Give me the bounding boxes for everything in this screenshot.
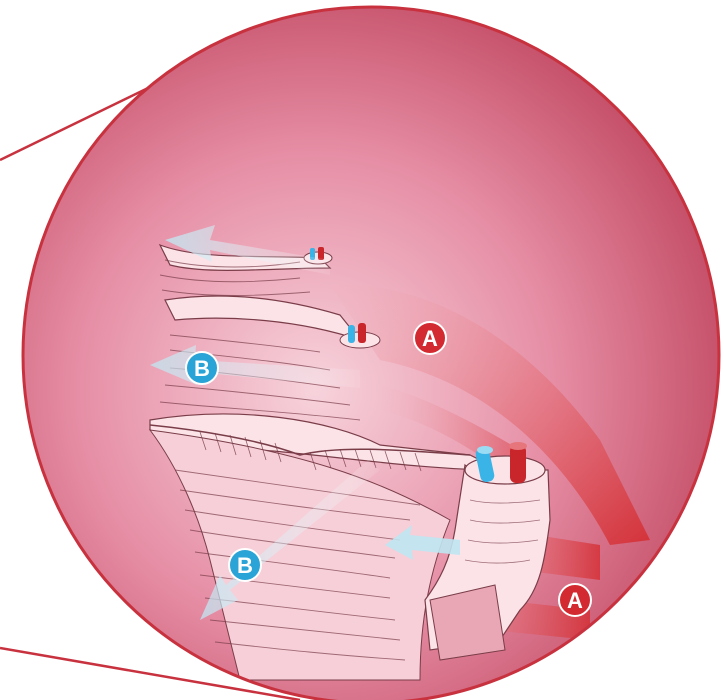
svg-text:B: B	[237, 553, 253, 578]
label-b-bottom: B	[229, 549, 261, 581]
label-b-top: B	[186, 352, 218, 384]
svg-text:A: A	[422, 326, 438, 351]
label-a-top: A	[414, 322, 446, 354]
svg-text:B: B	[194, 356, 210, 381]
svg-text:A: A	[567, 588, 583, 613]
label-a-bottom: A	[559, 584, 591, 616]
artery-tube	[510, 445, 526, 483]
